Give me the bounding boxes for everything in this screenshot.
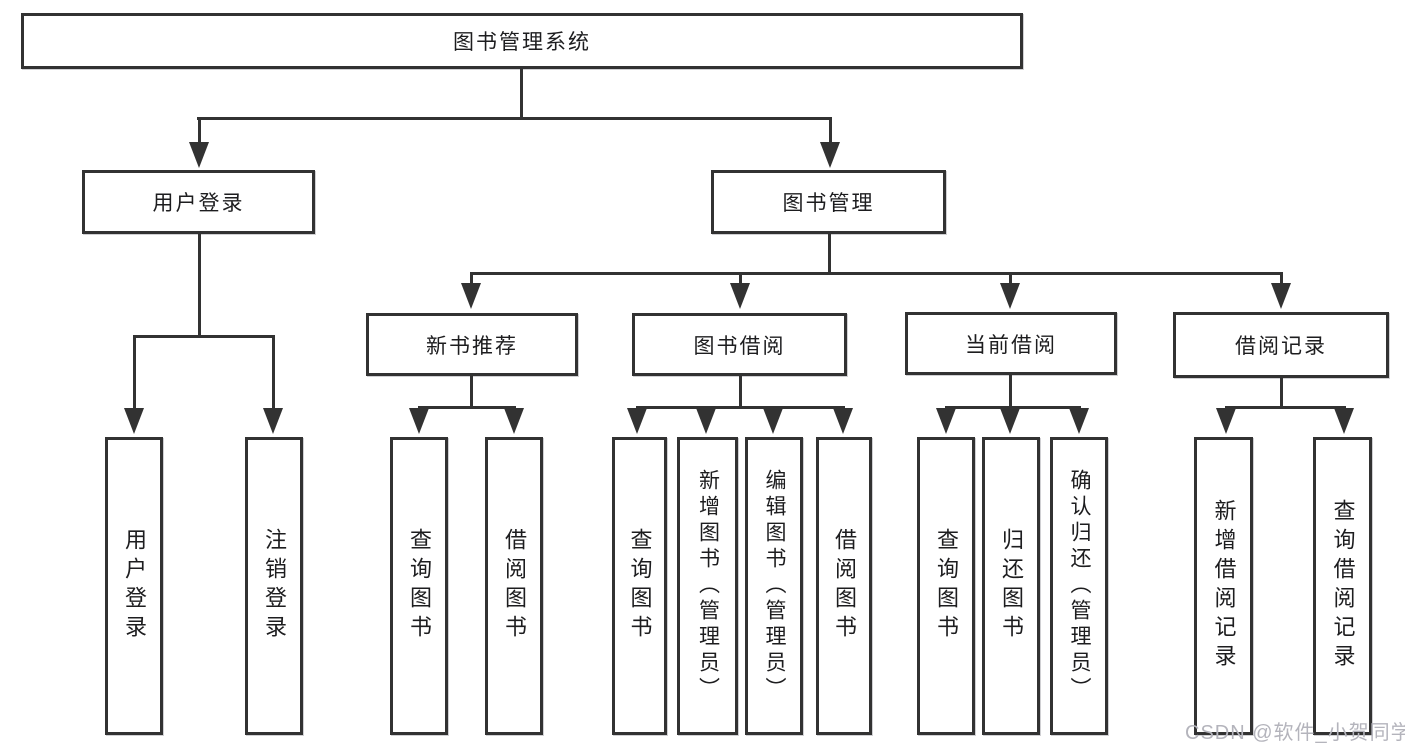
arrow-down-icon — [936, 408, 956, 434]
node-book-borrow-label: 图书借阅 — [693, 334, 786, 358]
leaf-logout-label: 注销登录 — [262, 528, 287, 644]
connector-line — [829, 118, 832, 146]
leaf-add-borrow-record-label: 新增借阅记录 — [1211, 499, 1237, 673]
leaf-confirm-return-admin: 确认归还（管理员） — [1050, 437, 1108, 735]
arrow-down-icon — [696, 408, 716, 434]
leaf-borrow-query-books: 查询图书 — [612, 437, 667, 735]
leaf-return-books: 归还图书 — [982, 437, 1040, 735]
node-new-book-recommend-label: 新书推荐 — [426, 334, 518, 358]
arrow-down-icon — [1334, 408, 1354, 434]
leaf-add-books-admin-label: 新增图书（管理员） — [696, 469, 720, 703]
leaf-return-books-label: 归还图书 — [999, 528, 1024, 644]
node-new-book-recommend: 新书推荐 — [366, 313, 578, 376]
connector-line — [828, 233, 831, 275]
arrow-down-icon — [1216, 408, 1236, 434]
node-current-borrow-label: 当前借阅 — [965, 333, 1057, 357]
arrow-down-icon — [763, 408, 783, 434]
node-book-management-label: 图书管理 — [782, 192, 875, 215]
leaf-current-query-books-label: 查询图书 — [934, 528, 959, 644]
arrow-down-icon — [504, 408, 524, 434]
arrow-down-icon — [627, 408, 647, 434]
leaf-edit-books-admin-label: 编辑图书（管理员） — [763, 469, 786, 703]
csdn-watermark: CSDN @软件_小贺同学 — [1185, 722, 1405, 744]
node-borrow-records-label: 借阅记录 — [1235, 335, 1327, 358]
connector-line — [1280, 273, 1283, 287]
arrow-down-icon — [1000, 283, 1020, 309]
leaf-borrow-borrow-books: 借阅图书 — [816, 437, 872, 735]
node-borrow-records: 借阅记录 — [1173, 312, 1389, 378]
connector-line — [198, 234, 201, 338]
leaf-add-borrow-record: 新增借阅记录 — [1194, 437, 1253, 735]
arrow-down-icon — [833, 408, 853, 434]
leaf-recommend-query-books-label: 查询图书 — [407, 528, 432, 644]
leaf-user-login-label: 用户登录 — [122, 528, 147, 644]
connector-line — [197, 117, 832, 120]
leaf-recommend-query-books: 查询图书 — [390, 437, 448, 735]
leaf-edit-books-admin: 编辑图书（管理员） — [745, 437, 803, 735]
arrow-down-icon — [461, 283, 481, 309]
arrow-down-icon — [409, 408, 429, 434]
connector-line — [133, 336, 136, 412]
node-library-system: 图书管理系统 — [21, 13, 1023, 69]
leaf-borrow-query-books-label: 查询图书 — [627, 528, 653, 644]
connector-line — [520, 69, 523, 119]
connector-line — [1009, 375, 1012, 409]
connector-line — [1009, 273, 1012, 287]
leaf-query-borrow-record-label: 查询借阅记录 — [1330, 499, 1356, 673]
leaf-user-login: 用户登录 — [105, 437, 163, 735]
arrow-down-icon — [730, 283, 750, 309]
connector-line — [418, 406, 516, 409]
connector-line — [470, 273, 473, 287]
connector-line — [133, 335, 275, 338]
leaf-confirm-return-admin-label: 确认归还（管理员） — [1068, 469, 1091, 703]
connector-line — [198, 118, 201, 146]
node-book-management: 图书管理 — [711, 170, 946, 234]
connector-line — [470, 376, 473, 409]
leaf-recommend-borrow-books-label: 借阅图书 — [502, 528, 527, 644]
leaf-recommend-borrow-books: 借阅图书 — [485, 437, 543, 735]
connector-line — [272, 336, 275, 412]
leaf-logout: 注销登录 — [245, 437, 303, 735]
arrow-down-icon — [1000, 408, 1020, 434]
node-book-borrow: 图书借阅 — [632, 313, 847, 376]
arrow-down-icon — [189, 142, 209, 168]
connector-line — [945, 406, 1081, 409]
arrow-down-icon — [820, 142, 840, 168]
connector-line — [470, 272, 1283, 275]
leaf-add-books-admin: 新增图书（管理员） — [677, 437, 738, 735]
connector-line — [739, 273, 742, 287]
leaf-current-query-books: 查询图书 — [917, 437, 975, 735]
connector-line — [1280, 378, 1283, 409]
leaf-borrow-borrow-books-label: 借阅图书 — [832, 528, 857, 644]
arrow-down-icon — [1069, 408, 1089, 434]
arrow-down-icon — [1271, 283, 1291, 309]
node-current-borrow: 当前借阅 — [905, 312, 1117, 375]
leaf-query-borrow-record: 查询借阅记录 — [1313, 437, 1372, 735]
node-user-login-label: 用户登录 — [152, 192, 245, 215]
arrow-down-icon — [124, 408, 144, 434]
connector-line — [1225, 406, 1346, 409]
node-user-login: 用户登录 — [82, 170, 315, 234]
connector-line — [636, 406, 845, 409]
arrow-down-icon — [263, 408, 283, 434]
connector-line — [739, 376, 742, 409]
node-library-system-label: 图书管理系统 — [453, 31, 591, 54]
